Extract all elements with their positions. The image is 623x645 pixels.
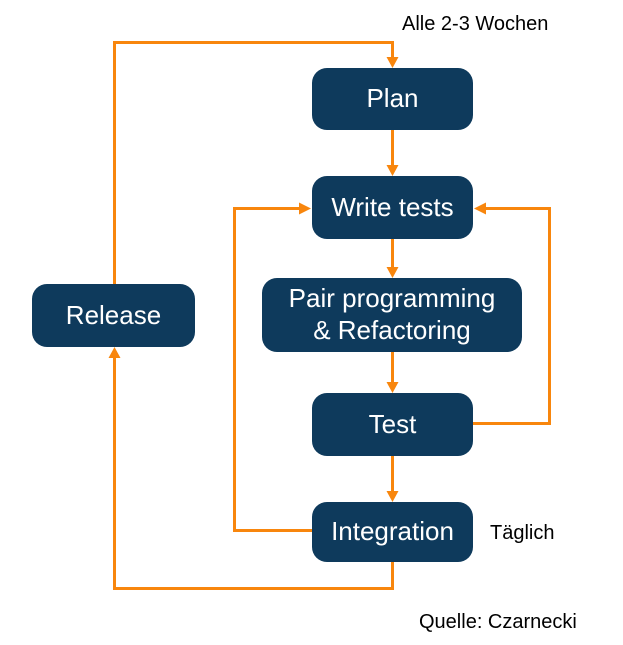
node-plan-label: Plan bbox=[366, 83, 419, 114]
node-plan: Plan bbox=[312, 68, 473, 130]
source-credit: Quelle: Czarnecki bbox=[419, 611, 577, 633]
node-write-tests-label: Write tests bbox=[331, 191, 454, 222]
node-test: Test bbox=[312, 393, 473, 456]
node-test-label: Test bbox=[368, 408, 417, 439]
arrow-test-to-write-tests bbox=[473, 202, 551, 425]
cycle-interval-note: Alle 2-3 Wochen bbox=[402, 13, 549, 35]
node-release: Release bbox=[32, 284, 195, 347]
arrow-plan-to-write-tests bbox=[386, 130, 399, 176]
node-integration: Integration bbox=[312, 502, 473, 562]
node-integration-label: Integration bbox=[331, 516, 454, 547]
arrow-integration-to-release bbox=[108, 347, 394, 590]
arrow-release-to-plan bbox=[113, 41, 399, 284]
node-release-label: Release bbox=[65, 299, 162, 330]
arrow-write-tests-to-pair bbox=[386, 239, 399, 278]
node-pair-programming-refactoring-label: Pair programming & Refactoring bbox=[288, 283, 496, 345]
arrow-test-to-integration bbox=[386, 456, 399, 502]
arrow-integration-to-write-tests bbox=[233, 202, 312, 532]
node-pair-programming-refactoring: Pair programming & Refactoring bbox=[262, 278, 522, 352]
node-write-tests: Write tests bbox=[312, 176, 473, 239]
daily-interval-note: Täglich bbox=[490, 522, 555, 544]
arrow-pair-to-test bbox=[386, 352, 399, 393]
